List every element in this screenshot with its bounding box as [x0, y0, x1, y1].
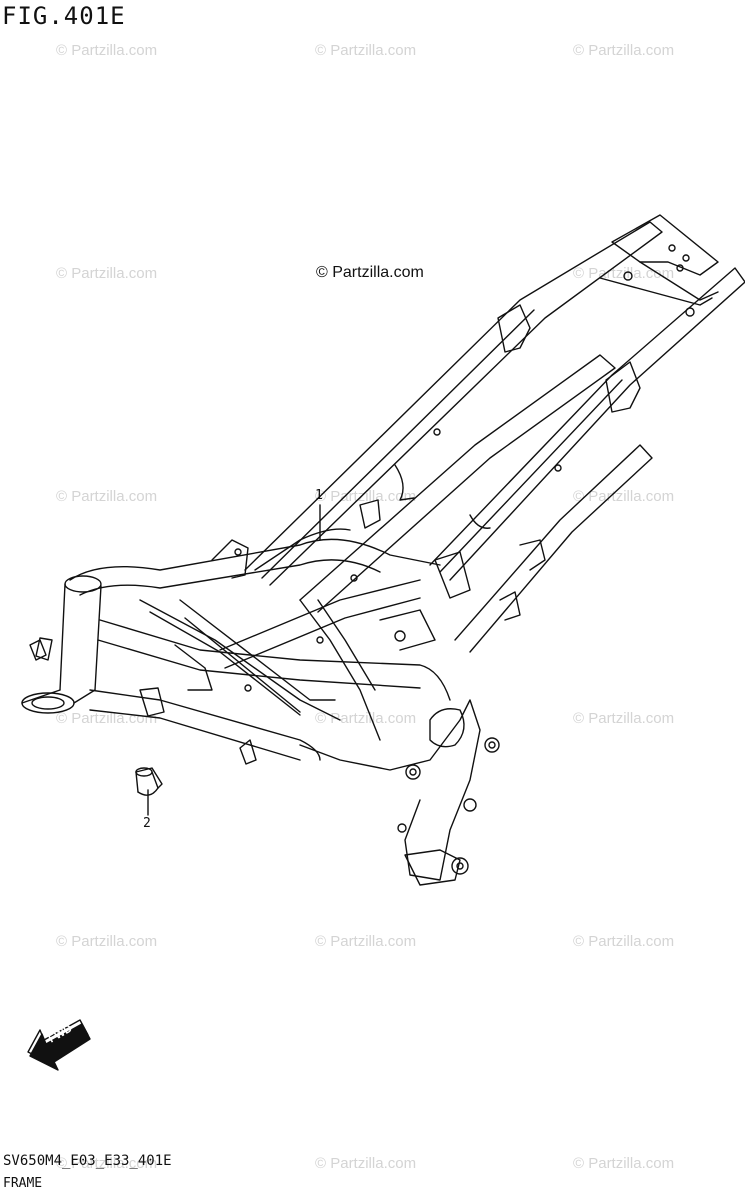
figure-title: FIG.401E: [2, 2, 126, 30]
watermark: © Partzilla.com: [56, 1155, 158, 1172]
spacer-collar-icon: [135, 767, 163, 796]
main-spar: [69, 528, 441, 596]
callout-label: 2: [143, 816, 151, 831]
subframe-lower-stays: [299, 354, 653, 653]
engine-mount: [29, 499, 546, 765]
callout-label: 1: [315, 488, 323, 503]
part-name: FRAME: [3, 1176, 43, 1191]
pivot-plate: [299, 699, 500, 886]
watermark: © Partzilla.com: [315, 42, 417, 59]
watermark: © Partzilla.com: [56, 488, 158, 505]
watermark: © Partzilla.com: [56, 265, 158, 282]
model-code: SV650M4_E03_E33_401E: [3, 1153, 172, 1169]
steering-head: [21, 575, 102, 714]
watermark: © Partzilla.com: [573, 710, 675, 727]
watermark: © Partzilla.com: [56, 933, 158, 950]
watermark: © Partzilla.com: [315, 710, 417, 727]
watermark: © Partzilla.com: [573, 265, 675, 282]
fwd-arrow-icon: [27, 1019, 91, 1071]
cross-tube: [179, 579, 421, 741]
rear-cross-plate: [599, 214, 719, 317]
seat-rail-lower: [429, 267, 745, 581]
watermark-main: © Partzilla.com: [316, 264, 424, 281]
watermark: © Partzilla.com: [56, 42, 158, 59]
down-tube: [89, 599, 451, 761]
watermark: © Partzilla.com: [573, 933, 675, 950]
watermark: © Partzilla.com: [573, 488, 675, 505]
watermark: © Partzilla.com: [315, 1155, 417, 1172]
watermark: © Partzilla.com: [573, 42, 675, 59]
rail-bracket: [394, 304, 641, 529]
seat-rail-upper: [244, 221, 663, 586]
watermark: © Partzilla.com: [315, 933, 417, 950]
watermark: © Partzilla.com: [573, 1155, 675, 1172]
